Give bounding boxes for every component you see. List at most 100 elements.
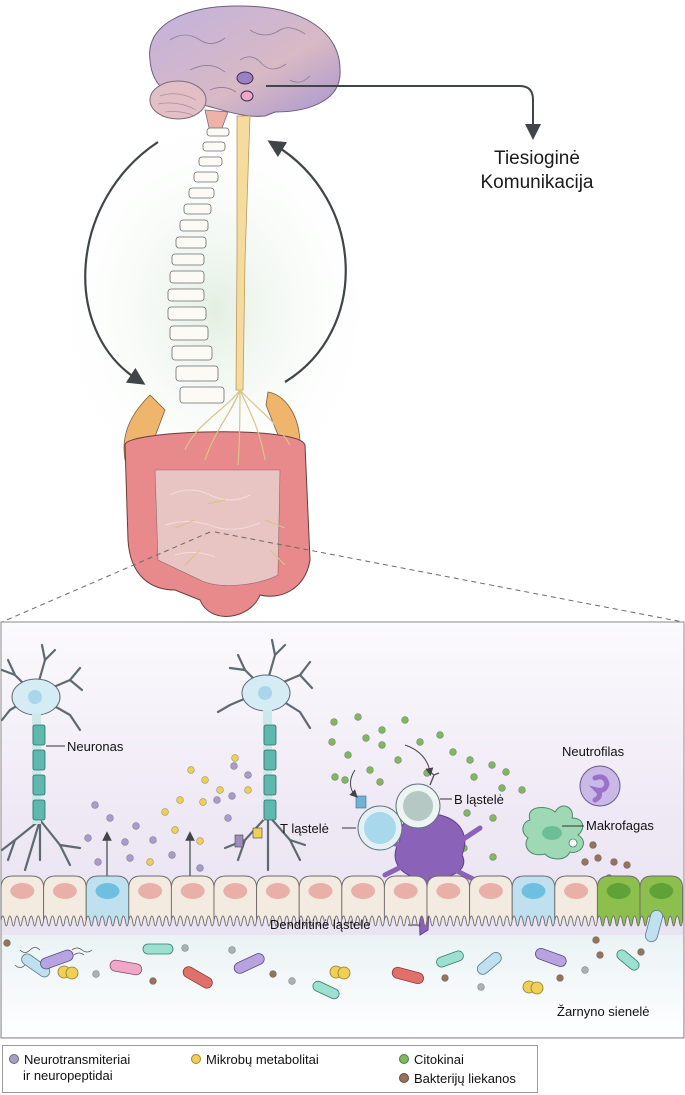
legend-item-bacterial-debris: Bakterijų liekanos (399, 1071, 516, 1087)
particle (201, 776, 209, 784)
cell-nucleus (436, 883, 461, 899)
particle (181, 944, 189, 952)
ascending-arrow (267, 140, 347, 383)
particle (594, 854, 602, 862)
direct-communication-title: Tiesioginė Komunikacija (467, 147, 607, 195)
particle (187, 766, 195, 774)
particle (231, 754, 239, 762)
cell-nucleus (564, 883, 589, 899)
cerebellum (149, 80, 207, 120)
nerve-branches (174, 389, 291, 566)
particle (228, 792, 236, 800)
particle (230, 762, 238, 770)
particle (610, 858, 618, 866)
particle (441, 974, 449, 982)
brain (149, 5, 341, 133)
particle (91, 801, 99, 809)
particle (592, 936, 600, 944)
particle (126, 854, 134, 862)
label-neutrophil: Neutrofilas (562, 744, 625, 759)
title-line-1: Tiesioginė (494, 148, 580, 169)
particle (199, 798, 207, 806)
cytokine-arrow-2 (404, 744, 434, 776)
descending-arrow (84, 141, 159, 385)
particle (362, 734, 370, 742)
bacteria (14, 909, 663, 1000)
particle (354, 713, 362, 721)
particle (470, 773, 478, 781)
particle (477, 983, 485, 991)
epithelial-cell (213, 875, 258, 927)
colon (124, 431, 311, 617)
zoom-line-left (1, 531, 211, 623)
particle (213, 796, 221, 804)
cytokine-arrow-1 (349, 769, 358, 798)
legend-item-microbial-metabolites: Mikrobų metabolitai (191, 1052, 319, 1068)
particle (466, 756, 474, 764)
particle (436, 731, 444, 739)
background-glow (45, 100, 385, 520)
cell-nucleus (649, 883, 674, 899)
particle (401, 716, 409, 724)
legend-item-cytokines: Citokinai (399, 1052, 464, 1068)
particles (3, 713, 645, 991)
particle (341, 776, 349, 784)
particle (488, 761, 496, 769)
particle (216, 786, 224, 794)
goblet-cell (639, 875, 684, 927)
label-t-cell: T ląstelė (280, 821, 329, 836)
cell-nucleus (265, 883, 290, 899)
epithelium (0, 875, 684, 927)
legend-item-neurotransmitters: Neurotransmiteriai ir neuropeptidai (9, 1052, 130, 1084)
b-cell (395, 771, 441, 829)
particle (378, 741, 386, 749)
cell-nucleus (95, 883, 120, 899)
legend-label: Neurotransmiteriai (24, 1052, 131, 1067)
cytokine-dot-icon (399, 1054, 409, 1064)
legend-label: Bakterijų liekanos (414, 1071, 516, 1086)
particle (106, 814, 114, 822)
label-dendritic-cell: Dendritinė ląstelė (270, 917, 371, 932)
particle (224, 814, 232, 822)
label-b-cell: B ląstelė (454, 792, 504, 807)
particle (376, 778, 384, 786)
epithelial-cell (128, 875, 172, 927)
cell-nucleus (10, 883, 35, 899)
particle (330, 718, 338, 726)
particle (378, 726, 386, 734)
particle (244, 786, 252, 794)
particle (149, 836, 157, 844)
cell-nucleus (521, 883, 546, 899)
particle (581, 858, 589, 866)
particle (589, 841, 597, 849)
bacterial-debris-dot-icon (399, 1073, 409, 1083)
particle (394, 756, 402, 764)
title-line-2: Komunikacija (480, 172, 594, 193)
legend-label: Citokinai (414, 1052, 464, 1067)
cell-nucleus (351, 883, 376, 899)
particle (463, 809, 471, 817)
epithelial-cell (43, 875, 87, 927)
cell-nucleus (478, 883, 503, 899)
epithelial-cell (383, 875, 428, 927)
direct-communication-arrow (266, 85, 541, 140)
particle (596, 951, 604, 959)
enteroendocrine-cell (85, 875, 130, 927)
spine (167, 127, 230, 404)
epithelial-cell (170, 875, 215, 927)
particle (94, 858, 102, 866)
particle (132, 822, 140, 830)
particle (449, 748, 457, 756)
particle (637, 948, 645, 956)
neuron-left (0, 643, 84, 872)
particle (366, 766, 374, 774)
label-neuron: Neuronas (67, 739, 124, 754)
neutrophil (579, 765, 621, 807)
neuron-right (216, 638, 314, 872)
particle (288, 977, 296, 985)
particle (176, 796, 184, 804)
particle (581, 966, 589, 974)
enteroendocrine-cell (511, 875, 556, 927)
particle (489, 814, 497, 822)
